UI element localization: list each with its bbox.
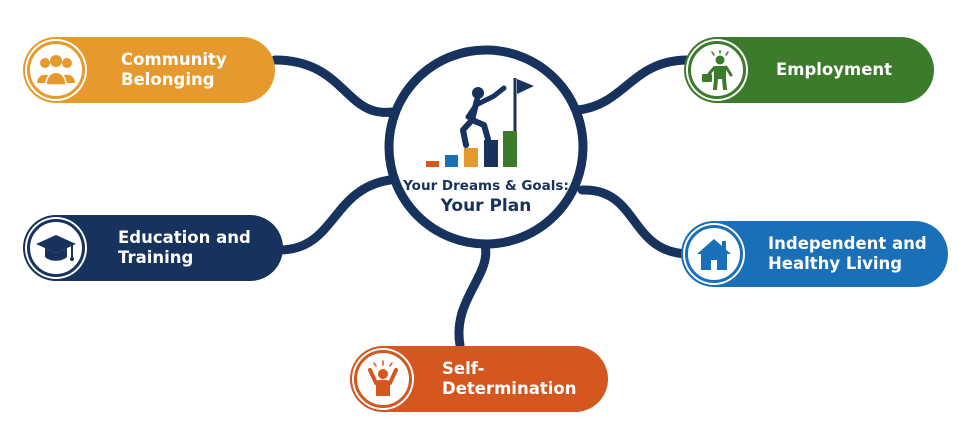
person-climbing-bars-to-flag-icon [426,78,534,167]
community-label-line2: Belonging [121,70,215,89]
node-education-training: Education and Training [23,215,283,281]
node-community-belonging: Community Belonging [23,37,275,103]
step-bar-4 [484,140,498,167]
person-with-briefcase-icon [702,50,733,90]
node-self-determination: Self- Determination [350,346,608,412]
connectors [270,55,695,350]
group-of-people-icon [37,55,75,86]
step-bar-2 [445,155,458,167]
selfdet-label-line1: Self- [442,359,485,378]
connector-selfdet [454,240,491,350]
education-label-line1: Education and [118,228,251,247]
selfdet-label-line2: Determination [442,379,577,398]
center-subtitle: Your Plan [440,196,532,216]
connector-living [577,185,695,259]
person-raising-arms-icon [368,360,398,396]
center-title: Your Dreams & Goals: [403,178,569,194]
living-label-line1: Independent and [768,234,927,253]
node-employment: Employment [684,37,934,103]
connector-community [270,55,397,117]
step-bar-5 [503,131,517,167]
living-label-line2: Healthy Living [768,254,903,273]
connector-employment [573,55,693,115]
step-bar-1 [426,161,439,167]
step-bar-3 [464,148,478,167]
education-label-line2: Training [118,248,194,267]
node-independent-healthy-living: Independent and Healthy Living [681,221,948,287]
connector-education [275,175,395,255]
house-icon [697,239,731,270]
employment-label: Employment [776,60,893,79]
community-label-line1: Community [121,50,227,69]
graduation-cap-icon [36,235,76,261]
